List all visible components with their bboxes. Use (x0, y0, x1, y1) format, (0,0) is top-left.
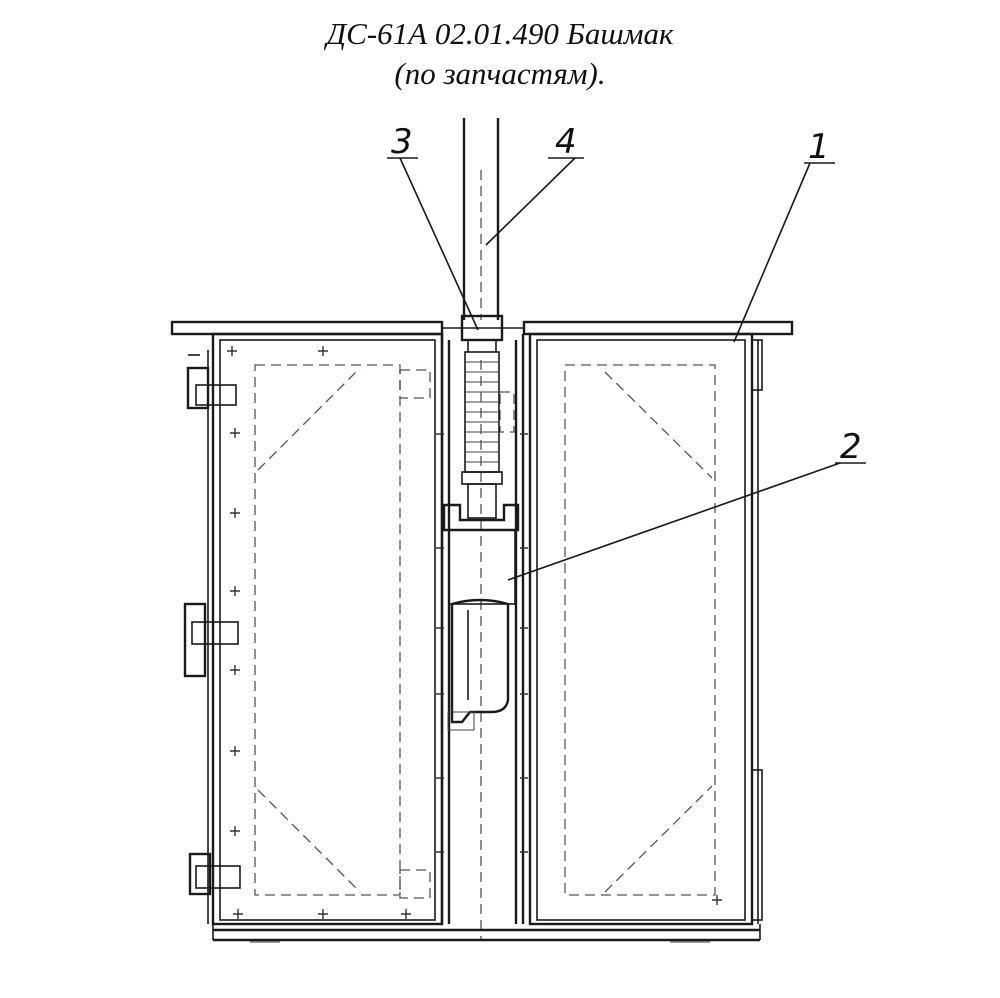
screw-spring (461, 351, 503, 519)
hinge-top (186, 354, 237, 410)
leader-lines (387, 157, 866, 581)
callout-2: 2 (840, 427, 862, 467)
right-box (528, 332, 763, 926)
shoe (442, 503, 520, 731)
callout-3: 3 (391, 122, 413, 162)
drawing-title: ДС-61А 02.01.490 Башмак (по запчастям). (0, 14, 1000, 94)
top-plate (170, 320, 794, 336)
hinge-middle (183, 602, 239, 678)
center-channel (436, 334, 528, 940)
nut (460, 314, 504, 352)
hinge-bottom (188, 852, 241, 896)
left-box (207, 332, 444, 926)
title-line-2: (по запчастям). (394, 56, 606, 91)
bottom-base (212, 924, 761, 943)
callout-4: 4 (555, 122, 577, 162)
callout-1: 1 (808, 127, 830, 167)
rod (462, 118, 500, 320)
title-line-1: ДС-61А 02.01.490 Башмак (326, 16, 674, 51)
left-markers (227, 346, 411, 919)
